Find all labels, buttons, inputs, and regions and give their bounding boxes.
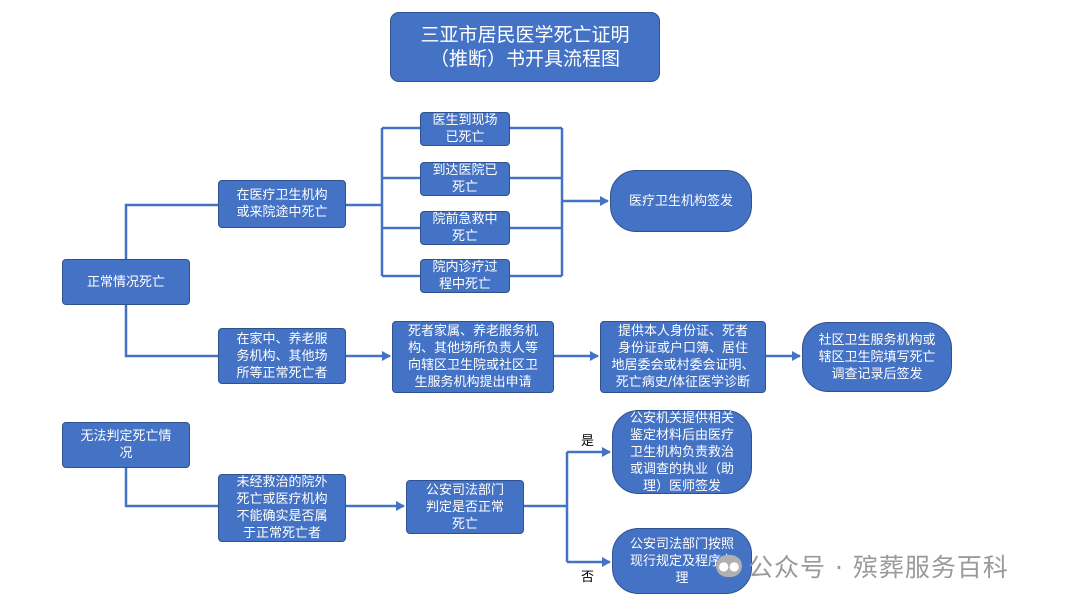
watermark: ●● 公众号 · 殡葬服务百科 xyxy=(716,548,1009,584)
label-yes: 是 xyxy=(581,434,595,449)
watermark-text: 公众号 · 殡葬服务百科 xyxy=(748,553,1009,582)
node-yes-branch: 公安机关提供相关 鉴定材料后由医疗 卫生机构负责救治 或调查的执业（助 理）医师… xyxy=(612,410,752,494)
node-hospital-death: 在医疗卫生机构 或来院途中死亡 xyxy=(218,180,346,228)
node-family-apply: 死者家属、养老服务机 构、其他场所负责人等 向辖区卫生院或社区卫 生服务机构提出… xyxy=(392,321,554,393)
flowchart-title: 三亚市居民医学死亡证明 （推断）书开具流程图 xyxy=(390,12,660,82)
node-dead-on-arrival: 到达医院已 死亡 xyxy=(420,162,510,196)
node-during-treatment: 院内诊疗过 程中死亡 xyxy=(420,259,510,293)
wechat-icon: ●● xyxy=(716,555,742,577)
edge-normal-to-home xyxy=(124,304,220,358)
edge-undetermined-down xyxy=(124,467,220,508)
node-normal-death: 正常情况死亡 xyxy=(62,259,190,305)
node-community-signs: 社区卫生服务机构或 辖区卫生院填写死亡 调查记录后签发 xyxy=(802,322,952,392)
node-home-death: 在家中、养老服 务机构、其他场 所等正常死亡者 xyxy=(218,328,346,384)
node-police-judge: 公安司法部门 判定是否正常 死亡 xyxy=(406,480,524,534)
edge-normal-to-hospital xyxy=(124,203,220,260)
node-untreated-death: 未经救治的院外 死亡或医疗机构 不能确实是否属 于正常死亡者 xyxy=(218,474,346,542)
node-no-branch: 公安司法部门按照 现行规定及程序办 理 xyxy=(612,528,752,594)
node-provide-docs: 提供本人身份证、死者 身份证或户口簿、居住 地居委会或村委会证明、 死亡病史/体… xyxy=(600,321,766,393)
node-pre-hospital: 院前急救中 死亡 xyxy=(420,211,510,245)
node-doctor-on-site: 医生到现场 已死亡 xyxy=(420,112,510,146)
node-institution-signs: 医疗卫生机构签发 xyxy=(610,170,752,232)
label-no: 否 xyxy=(581,570,595,585)
node-undetermined: 无法判定死亡情 况 xyxy=(62,422,190,468)
